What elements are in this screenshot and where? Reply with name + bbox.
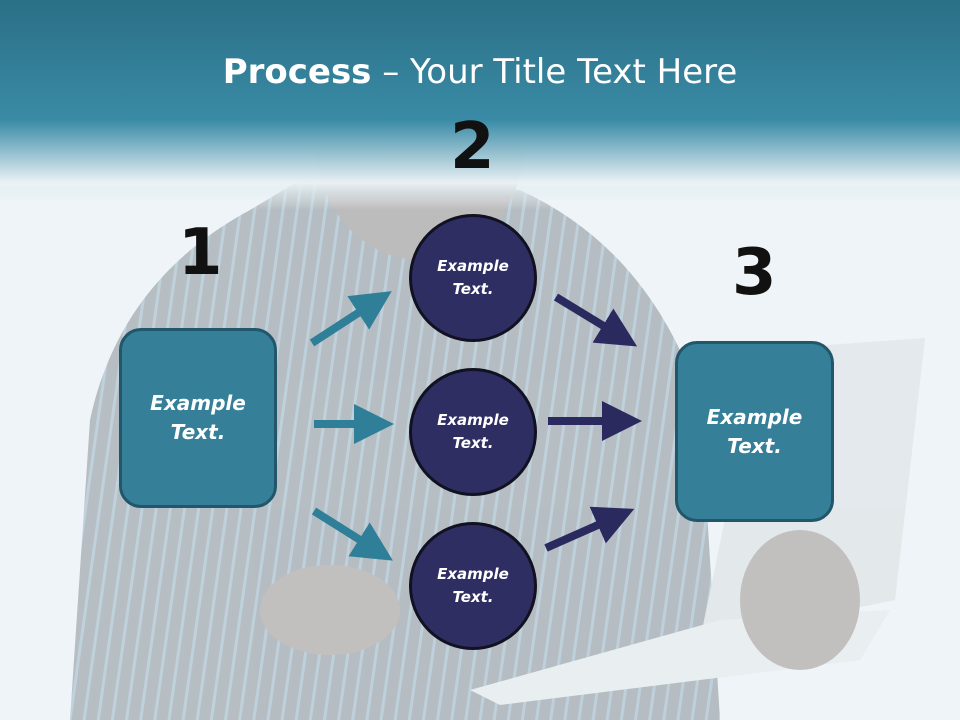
- step-number-1: 1: [178, 216, 223, 290]
- title-rest: – Your Title Text Here: [371, 52, 738, 92]
- circle-top: Example Text.: [409, 214, 537, 342]
- right-process-box: Example Text.: [675, 341, 834, 522]
- slide-title: Process – Your Title Text Here: [0, 52, 960, 92]
- arrow-box-to-circle-bottom: [311, 507, 393, 561]
- title-bold: Process: [222, 52, 372, 92]
- arrow-box-to-circle-top: [309, 291, 392, 347]
- circle-bottom: Example Text.: [409, 522, 537, 650]
- step-number-3: 3: [732, 236, 777, 310]
- circle-middle: Example Text.: [409, 368, 537, 496]
- arrow-circle-top-to-box: [553, 293, 638, 347]
- arrow-circle-bottom-to-box: [544, 506, 635, 552]
- step-number-2: 2: [450, 110, 495, 184]
- left-process-box: Example Text.: [119, 328, 277, 508]
- header-fade: [0, 120, 960, 210]
